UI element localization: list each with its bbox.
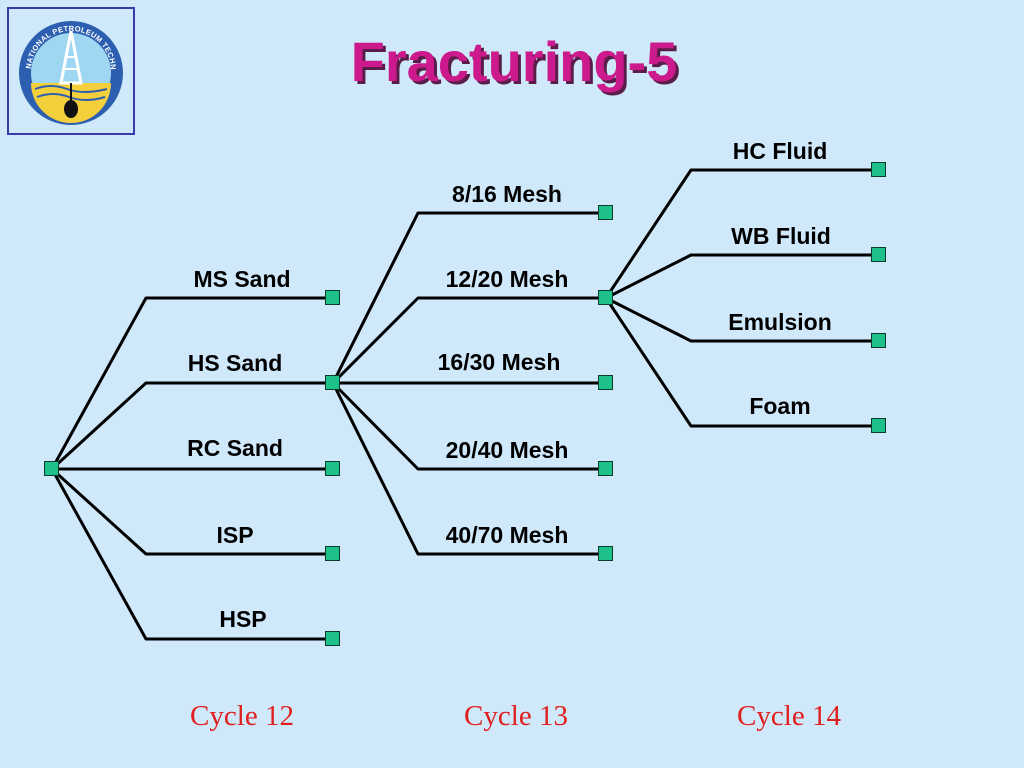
label-16-30-mesh: 16/30 Mesh	[437, 349, 561, 375]
branch-hc-fluid	[604, 168, 880, 300]
branch-40-70-mesh	[331, 381, 607, 556]
node-emulsion	[871, 333, 886, 348]
cycle-12-caption: Cycle 12	[190, 700, 294, 732]
node-isp	[325, 546, 340, 561]
node-hsp	[325, 631, 340, 646]
logo-emblem: NATIONAL PETROLEUM TECHNOLOGY OFFICE	[6, 2, 123, 125]
node-12-20-mesh	[598, 290, 613, 305]
label-hs-sand: HS Sand	[187, 350, 283, 376]
branch-wb-fluid	[604, 253, 880, 300]
branch-foam	[604, 296, 880, 428]
node-wb-fluid	[871, 247, 886, 262]
label-hsp: HSP	[219, 606, 267, 632]
label-wb-fluid: WB Fluid	[731, 223, 831, 249]
node-hs-sand	[325, 375, 340, 390]
branch-ms-sand	[50, 296, 334, 471]
label-ms-sand: MS Sand	[193, 266, 291, 292]
label-20-40-mesh: 20/40 Mesh	[445, 437, 569, 463]
label-hc-fluid: HC Fluid	[732, 138, 828, 164]
root-node	[44, 461, 59, 476]
cycle-14-caption: Cycle 14	[737, 700, 841, 732]
node-40-70-mesh	[598, 546, 613, 561]
label-rc-sand: RC Sand	[187, 435, 283, 461]
branch-12-20-mesh	[331, 296, 607, 385]
node-rc-sand	[325, 461, 340, 476]
branch-hsp	[50, 467, 334, 641]
branch-emulsion	[604, 296, 880, 343]
node-ms-sand	[325, 290, 340, 305]
label-40-70-mesh: 40/70 Mesh	[445, 522, 569, 548]
label-emulsion: Emulsion	[728, 309, 832, 335]
node-16-30-mesh	[598, 375, 613, 390]
label-foam: Foam	[749, 393, 811, 419]
branch-hs-sand	[50, 381, 334, 471]
page-title: Fracturing-5	[350, 30, 678, 93]
node-foam	[871, 418, 886, 433]
branch-8-16-mesh	[331, 211, 607, 385]
label-isp: ISP	[216, 522, 254, 548]
node-hc-fluid	[871, 162, 886, 177]
node-20-40-mesh	[598, 461, 613, 476]
npto-logo: NATIONAL PETROLEUM TECHNOLOGY OFFICE	[6, 2, 135, 135]
branch-isp	[50, 467, 334, 556]
node-8-16-mesh	[598, 205, 613, 220]
label-12-20-mesh: 12/20 Mesh	[445, 266, 569, 292]
cycle-13-caption: Cycle 13	[464, 700, 568, 732]
label-8-16-mesh: 8/16 Mesh	[452, 181, 562, 207]
branch-20-40-mesh	[331, 381, 607, 471]
